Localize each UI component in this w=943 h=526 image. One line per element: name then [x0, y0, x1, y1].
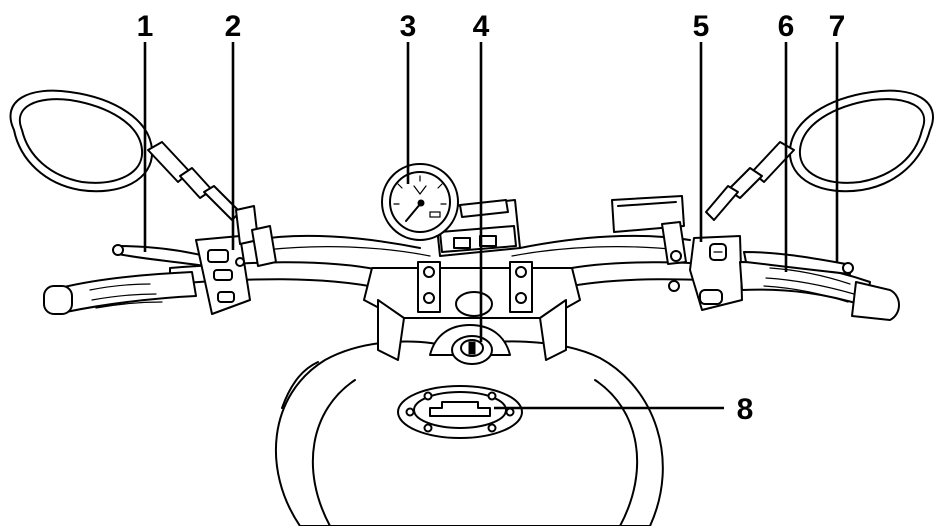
- callout-label-2: 2: [225, 10, 242, 43]
- callout-label-1: 1: [137, 10, 154, 43]
- callout-label-8: 8: [737, 393, 754, 426]
- right-mirror: [705, 89, 934, 221]
- fuel-tank-cap: [397, 385, 523, 439]
- callout-labels: 1 2 3 4 5 6 7 8: [137, 10, 846, 426]
- right-handlebar-switches: [668, 235, 743, 311]
- callout-label-5: 5: [693, 10, 710, 43]
- callout-label-4: 4: [473, 10, 490, 43]
- clutch-lever: [112, 244, 206, 267]
- callout-label-6: 6: [778, 10, 795, 43]
- callout-leaders: [143, 42, 839, 410]
- left-handlebar-switches: [195, 235, 251, 315]
- front-brake-lever: [743, 251, 854, 275]
- callout-label-7: 7: [829, 10, 846, 43]
- meter-bracket: [434, 199, 521, 257]
- callout-label-3: 3: [400, 10, 417, 43]
- left-clutch-perch: [235, 205, 277, 267]
- brake-fluid-reservoir: [611, 195, 687, 265]
- left-mirror: [9, 89, 241, 221]
- top-triple-clamp: [363, 261, 581, 361]
- main-switch-steering-lock: [451, 335, 493, 365]
- speedometer-meter: [381, 163, 459, 241]
- left-grip: [43, 271, 197, 315]
